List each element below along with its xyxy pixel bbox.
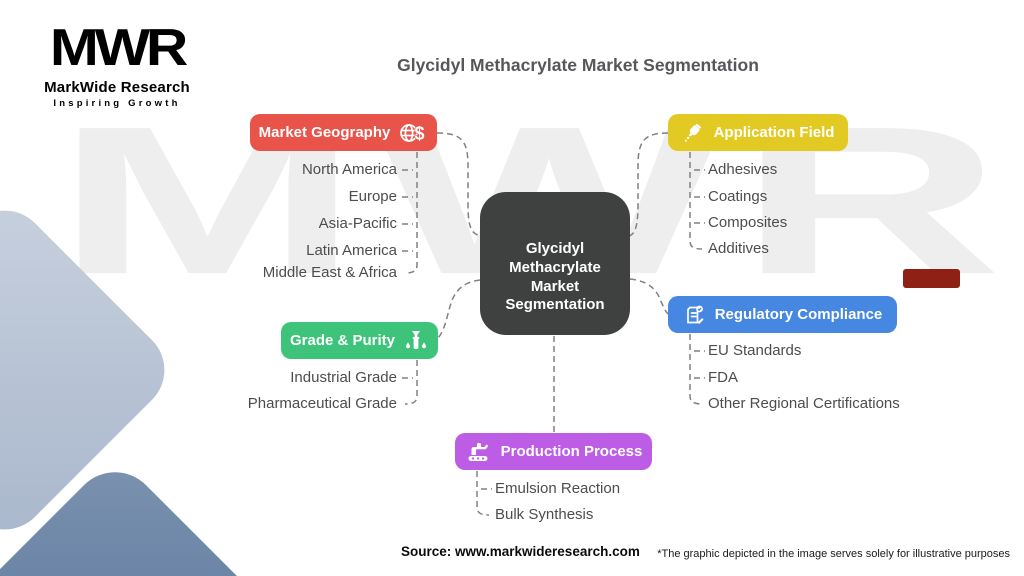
connector-grade-center bbox=[437, 279, 481, 339]
list-item: Coatings bbox=[708, 188, 768, 205]
logo-tagline: Inspiring Growth bbox=[53, 98, 181, 109]
list-item: Other Regional Certifications bbox=[708, 395, 900, 412]
connector-regulatory-center bbox=[629, 278, 669, 315]
disclaimer-text: *The graphic depicted in the image serve… bbox=[657, 548, 1010, 560]
branch-label: Regulatory Compliance bbox=[714, 306, 883, 323]
markwide-logo: MWR MarkWide Research Inspiring Growth bbox=[36, 22, 198, 109]
central-node-label: Glycidyl Methacrylate Market Segmentatio… bbox=[505, 240, 605, 314]
list-item: EU Standards bbox=[708, 342, 802, 359]
list-item: Composites bbox=[708, 214, 788, 231]
spine-application bbox=[689, 152, 703, 250]
purity-funnel-icon bbox=[403, 329, 429, 353]
source-text: Source: www.markwideresearch.com bbox=[401, 544, 640, 559]
list-item: Pharmaceutical Grade bbox=[247, 395, 397, 412]
list-item: Additives bbox=[708, 240, 769, 257]
list-item: Europe bbox=[348, 188, 397, 205]
branch-node-market-geography: Market Geography $ bbox=[250, 114, 437, 151]
list-item: FDA bbox=[708, 369, 738, 386]
globe-dollar-icon: $ bbox=[398, 121, 428, 145]
adhesive-tube-icon bbox=[682, 121, 706, 145]
spine-grade bbox=[404, 360, 418, 405]
connector-application-center bbox=[628, 132, 669, 237]
watermark-red-bar bbox=[903, 269, 960, 288]
list-item: Middle East & Africa bbox=[262, 264, 397, 281]
branch-node-regulatory-compliance: Regulatory Compliance bbox=[668, 296, 897, 333]
spine-regulatory bbox=[689, 334, 703, 405]
branch-label: Production Process bbox=[500, 443, 643, 460]
list-item: Bulk Synthesis bbox=[495, 506, 594, 523]
compliance-checklist-icon bbox=[683, 303, 707, 327]
list-item: Industrial Grade bbox=[290, 369, 397, 386]
branch-label: Application Field bbox=[713, 124, 835, 141]
list-item: North America bbox=[301, 161, 397, 178]
branch-label: Grade & Purity bbox=[289, 332, 396, 349]
page-title: Glycidyl Methacrylate Market Segmentatio… bbox=[397, 55, 759, 75]
spine-geography bbox=[404, 152, 418, 274]
list-item: Emulsion Reaction bbox=[495, 480, 621, 497]
factory-machine-icon bbox=[465, 440, 493, 464]
list-item: Latin America bbox=[306, 242, 397, 259]
branch-node-grade-purity: Grade & Purity bbox=[281, 322, 438, 359]
list-item: Adhesives bbox=[708, 161, 778, 178]
spine-production bbox=[476, 471, 490, 516]
branch-node-application-field: Application Field bbox=[668, 114, 848, 151]
central-node: Glycidyl Methacrylate Market Segmentatio… bbox=[480, 192, 630, 335]
branch-label: Market Geography bbox=[258, 124, 391, 141]
connector-geography-center bbox=[436, 132, 482, 237]
svg-text:$: $ bbox=[415, 123, 425, 143]
logo-acronym: MWR bbox=[49, 18, 189, 77]
branch-node-production-process: Production Process bbox=[455, 433, 652, 470]
list-item: Asia-Pacific bbox=[318, 215, 397, 232]
logo-name: MarkWide Research bbox=[44, 79, 190, 96]
